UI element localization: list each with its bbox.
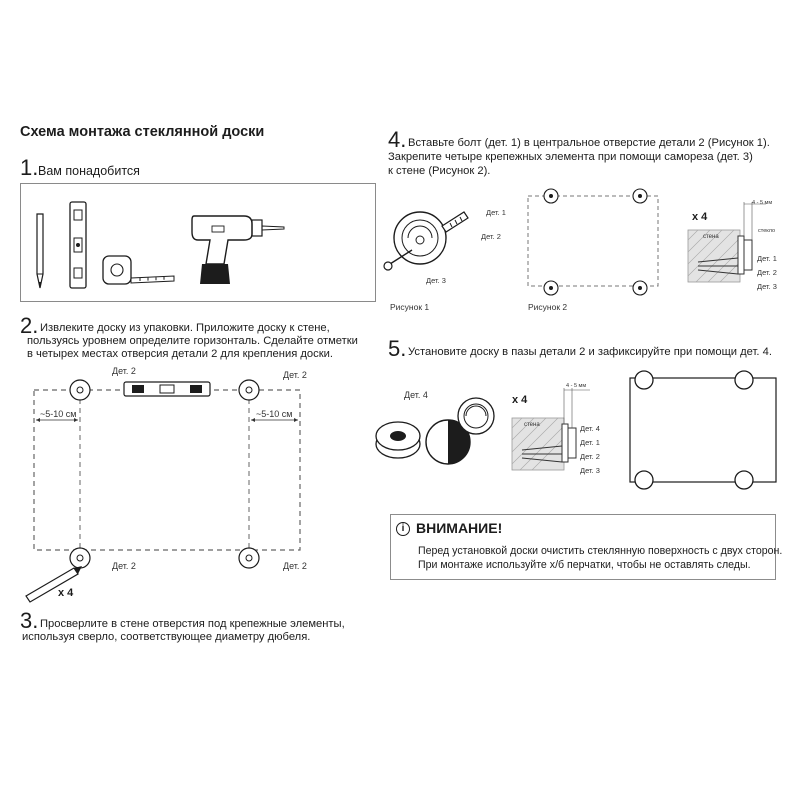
label-times-4: x 4 [58,587,74,599]
section4-wall: стена [703,234,719,240]
figure1-exploded-view [383,211,469,271]
step4-line-3: к стене (Рисунок 2). [388,165,491,177]
label-det2-bl: Дет. 2 [112,561,136,571]
section4-thick: стекло [758,228,776,234]
step4-line-1: Вставьте болт (дет. 1) в центральное отв… [408,137,770,149]
section5-times: x 4 [512,394,528,406]
section5-det4: Дет. 4 [580,424,600,433]
info-icon: i [396,522,410,536]
page-title: Схема монтажа стеклянной доски [20,124,265,140]
step1-heading: Вам понадобится [38,164,140,178]
section4-det1: Дет. 1 [757,254,777,263]
warning-line-1: Перед установкой доски очистить стеклянн… [418,545,783,557]
fastener-disc-br [238,547,260,569]
label-det2-br: Дет. 2 [283,561,307,571]
section5-dim: 4 - 5 мм [566,383,587,389]
section4-det2: Дет. 2 [757,268,777,277]
section5-det2: Дет. 2 [580,452,600,461]
section4-times: x 4 [692,211,708,223]
fig1-label-det1: Дет. 1 [486,208,506,217]
fig1-label-det2: Дет. 2 [481,232,501,241]
drill-icon [191,215,285,284]
fig1-label-det3: Дет. 3 [426,276,446,285]
fig1-caption: Рисунок 1 [390,302,430,312]
label-det2-tl: Дет. 2 [112,366,136,376]
fastener-disc-bl [69,547,91,569]
warning-box [390,514,776,580]
step2-line-3: в четырех местах отверсия детали 2 для к… [27,348,333,360]
step2-number: 2. [20,313,39,338]
label-gap-right: ~5-10 см [256,409,293,419]
step4-number: 4. [388,127,407,152]
pencil-icon [36,213,44,289]
section4-dim: 4 - 5 мм [752,200,773,206]
step5-line: Установите доску в пазы детали 2 и зафик… [408,346,772,358]
label-det2-tr: Дет. 2 [283,370,307,380]
label-gap-left: ~5-10 см [40,409,77,419]
warning-title: ВНИМАНИЕ! [416,520,503,536]
cap-and-sphere-diagram [375,397,495,465]
step1-number: 1. [20,155,39,180]
fastener-disc-tl [69,379,91,401]
step3-number: 3. [20,608,39,633]
pencil-icon [25,566,82,603]
step2-line-2: пользуясь уровнем определите горизонталь… [27,335,358,347]
step4-line-2: Закрепите четыре крепежных элемента при … [388,151,753,163]
step3-line-2: используя сверло, соответствующее диамет… [22,631,311,643]
step5-number: 5. [388,336,407,361]
section4-diagram [687,202,766,283]
section5-wall: стена [524,422,540,428]
section5-diagram [511,388,590,471]
board-with-fasteners [629,370,777,490]
section5-det3: Дет. 3 [580,466,600,475]
tools-frame [20,183,376,302]
section4-det3: Дет. 3 [757,282,777,291]
warning-line-2: При монтаже используйте х/б перчатки, чт… [418,559,751,571]
label-det4: Дет. 4 [404,390,428,400]
step3-line-1: Просверлите в стене отверстия под крепеж… [40,618,345,630]
wall-layout-diagram [25,379,301,603]
tape-measure-icon [102,255,175,285]
step2-line-1: Извлеките доску из упаковки. Приложите д… [40,322,330,334]
fig2-caption: Рисунок 2 [528,302,568,312]
figure2-fastener-layout [527,188,659,296]
level-icon [123,381,211,397]
fastener-disc-tr [238,379,260,401]
level-icon [69,201,87,289]
section5-det1: Дет. 1 [580,438,600,447]
